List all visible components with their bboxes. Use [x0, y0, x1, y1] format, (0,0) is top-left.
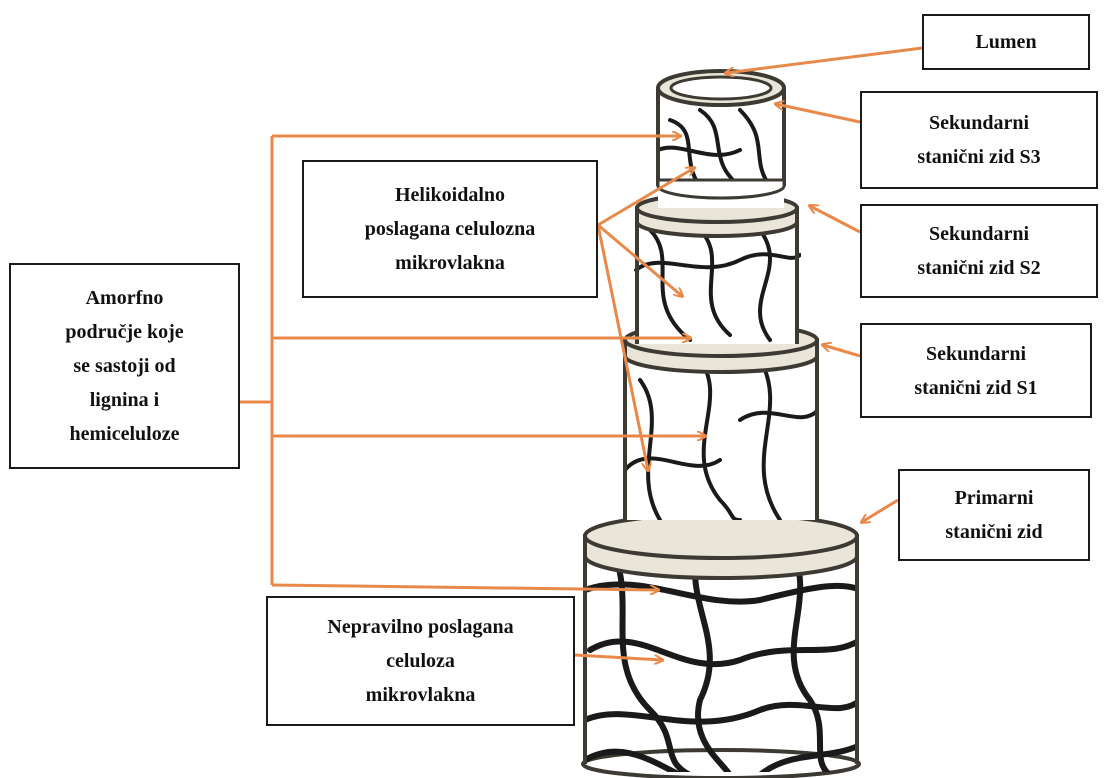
amorphous-label-box: Amorfno područje koje se sastoji od lign… [9, 263, 240, 469]
s1-wall-cylinder [623, 322, 819, 520]
primary-label: Primarni stanični zid [945, 487, 1043, 543]
right-connectors [726, 46, 923, 522]
s2-label: Sekundarni stanični zid S2 [917, 223, 1041, 279]
helical-label-box: Helikoidalno poslagana celulozna mikrovl… [302, 160, 598, 298]
lumen-label: Lumen [975, 31, 1037, 53]
helical-connectors [596, 168, 694, 470]
s3-wall-cylinder [656, 69, 786, 208]
s2-wall-cylinder [634, 192, 801, 344]
primary-wall-cylinder [581, 512, 861, 778]
s2-fibers [634, 228, 801, 342]
helical-label: Helikoidalno poslagana celulozna mikrovl… [364, 184, 536, 274]
primary-label-box: Primarni stanični zid [898, 469, 1090, 561]
irregular-label-box: Nepravilno poslagana celuloza mikrovlakn… [266, 596, 575, 726]
s2-label-box: Sekundarni stanični zid S2 [860, 204, 1098, 298]
s3-fibers [656, 108, 772, 186]
amorphous-label: Amorfno područje koje se sastoji od lign… [65, 287, 184, 445]
s1-label-box: Sekundarni stanični zid S1 [860, 323, 1092, 418]
s1-label: Sekundarni stanični zid S1 [914, 342, 1038, 399]
lumen-label-box: Lumen [922, 14, 1090, 70]
lumen-opening [669, 75, 773, 101]
s3-label: Sekundarni stanični zid S3 [917, 112, 1041, 168]
s3-label-box: Sekundarni stanični zid S3 [860, 91, 1098, 189]
irregular-label: Nepravilno poslagana celuloza mikrovlakn… [327, 616, 514, 706]
irregular-connector [574, 653, 662, 660]
s1-fibers [623, 358, 819, 520]
